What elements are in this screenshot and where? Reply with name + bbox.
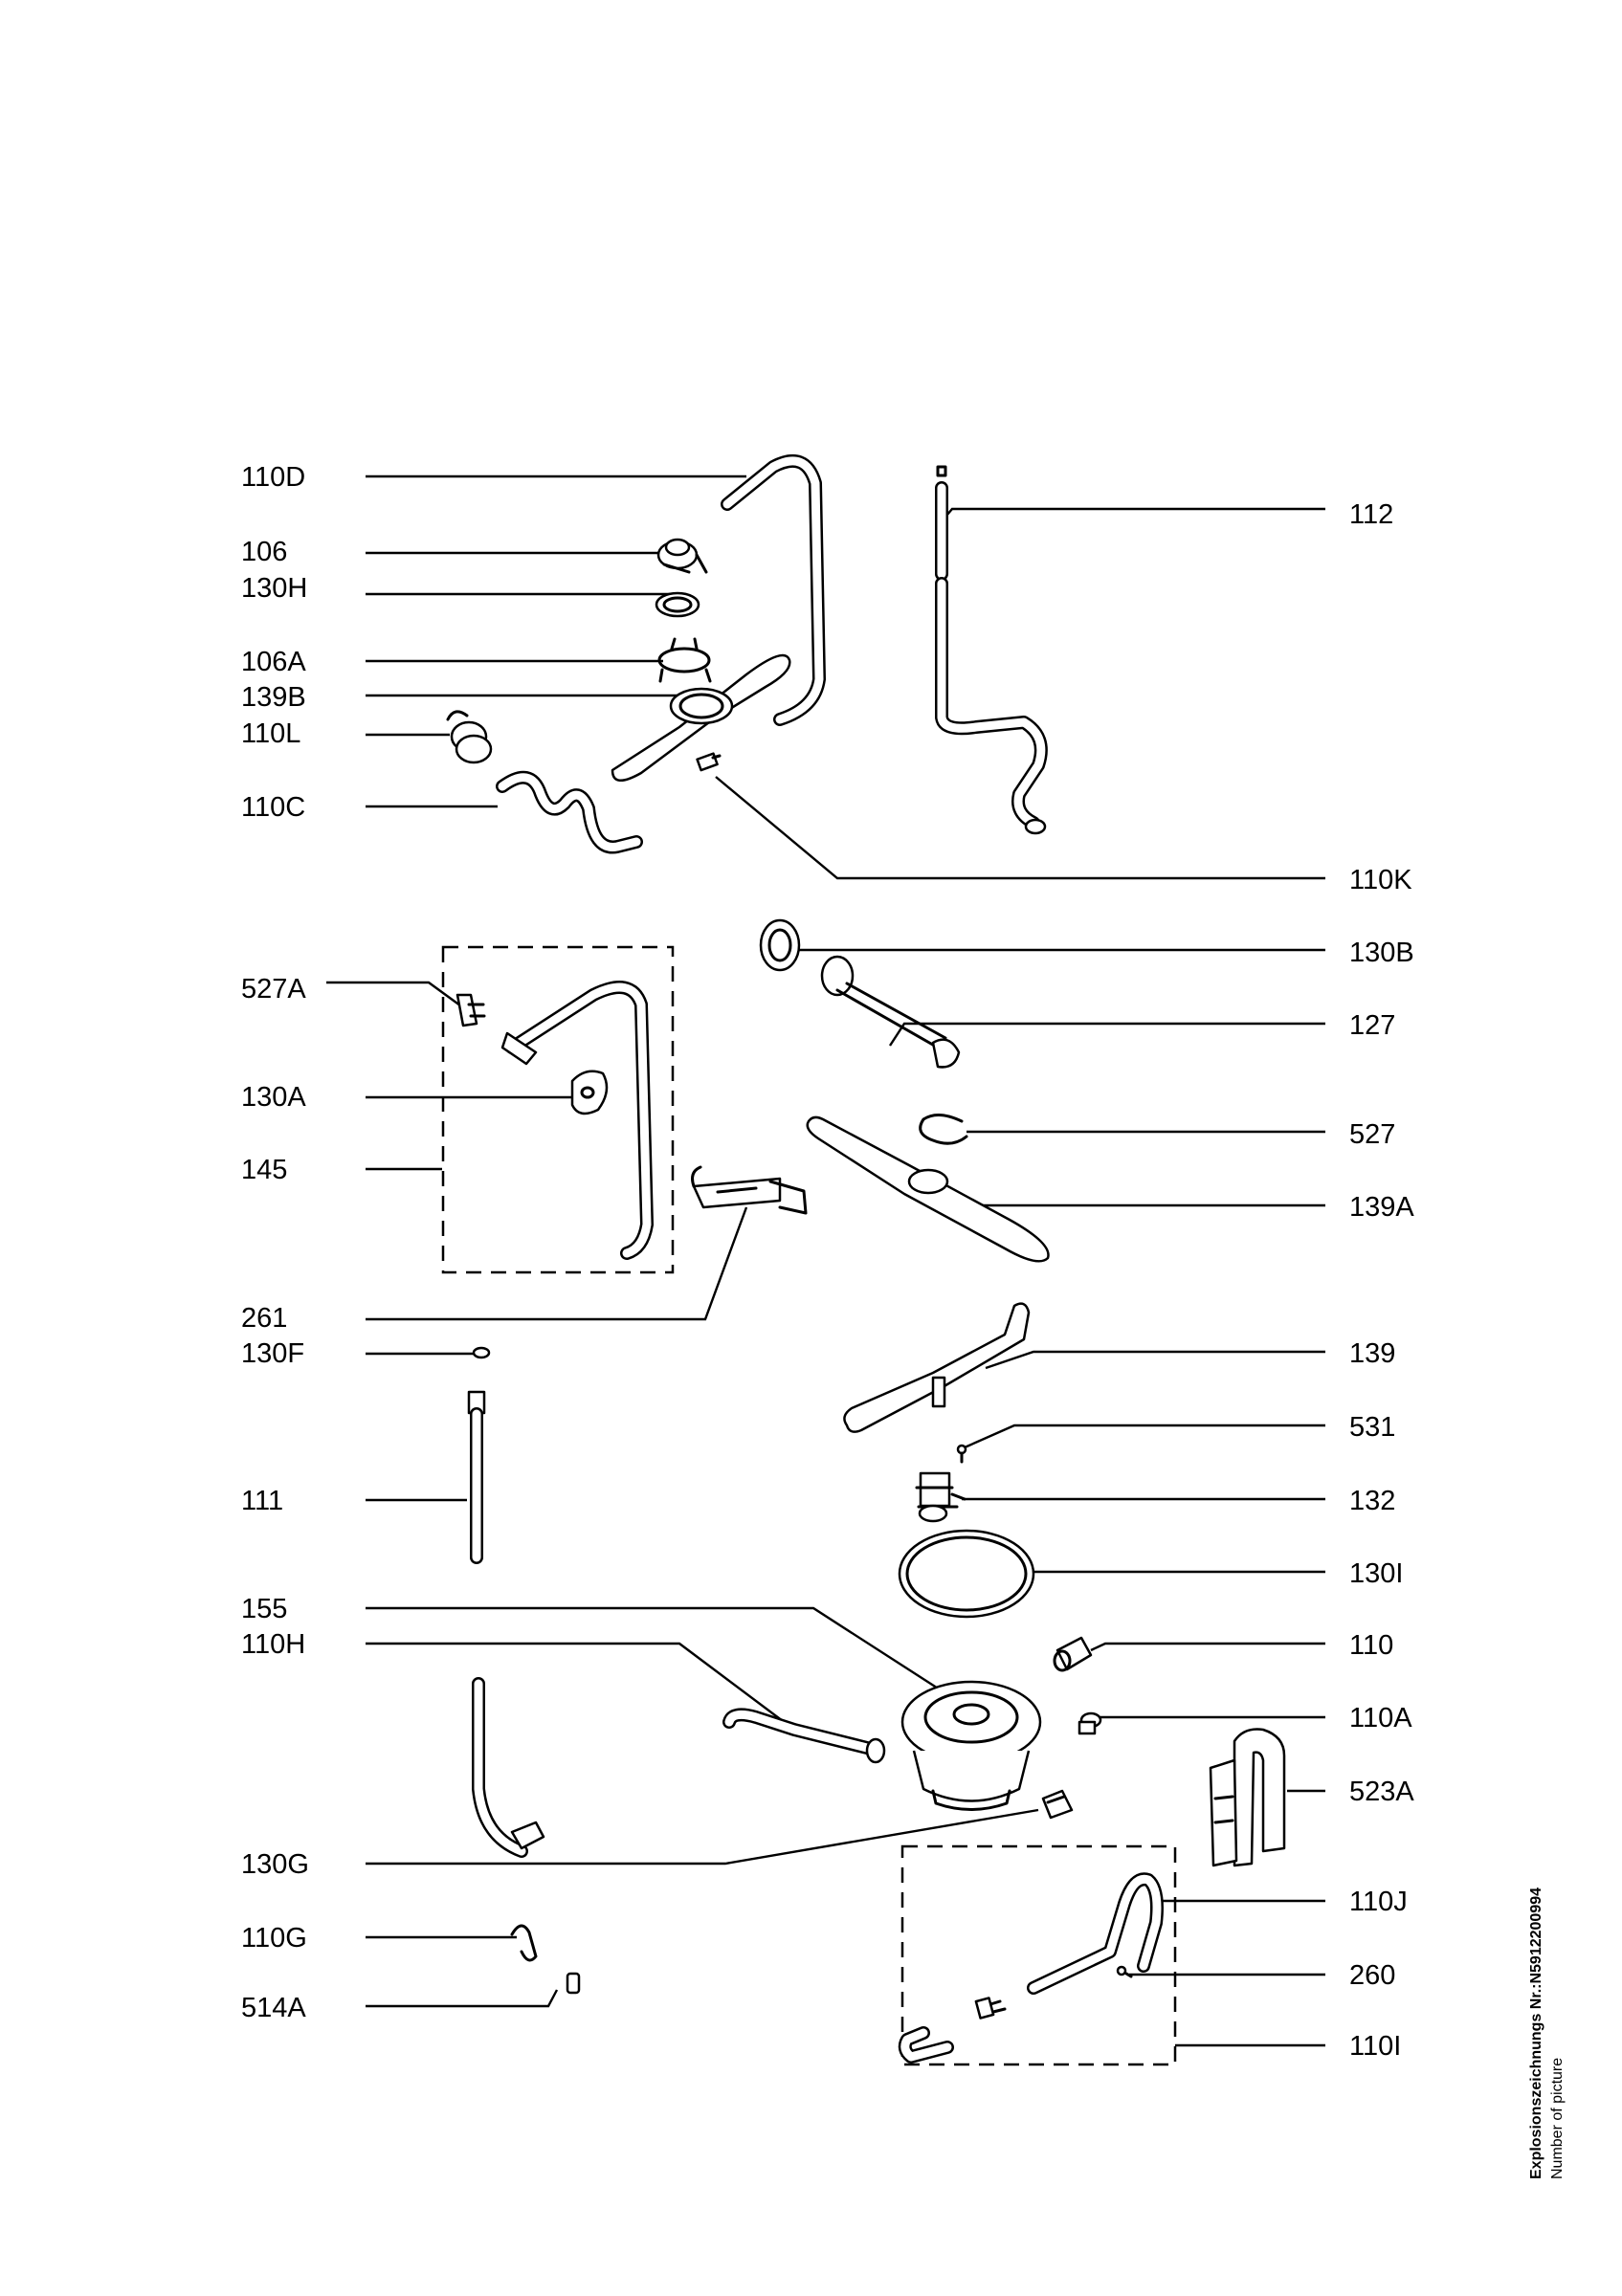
- label-106A: 106A: [241, 647, 306, 677]
- part-110A-connector: [1078, 1711, 1102, 1735]
- label-145: 145: [241, 1155, 288, 1185]
- label-155: 155: [241, 1594, 288, 1624]
- label-127: 127: [1349, 1010, 1396, 1041]
- label-260: 260: [1349, 1960, 1396, 1991]
- label-110I: 110I: [1349, 2031, 1402, 2062]
- label-139: 139: [1349, 1338, 1396, 1369]
- label-110K: 110K: [1349, 865, 1412, 895]
- part-130I-ring: [898, 1529, 1035, 1619]
- leader-112: [941, 507, 1325, 522]
- label-527: 527: [1349, 1119, 1396, 1150]
- label-130F: 130F: [241, 1338, 305, 1369]
- part-130A-gasket: [570, 1070, 609, 1115]
- leader-514A: [366, 1989, 559, 2008]
- part-112-pipe: [935, 465, 1048, 835]
- label-130I: 130I: [1349, 1558, 1404, 1589]
- part-514A-pin: [566, 1972, 581, 1995]
- leader-110: [1090, 1642, 1325, 1652]
- label-110: 110: [1349, 1630, 1394, 1661]
- part-130F-washer: [472, 1346, 491, 1359]
- part-155-sump: [900, 1680, 1042, 1811]
- leader-527A: [326, 981, 465, 1009]
- leader-lines: [326, 475, 1325, 2047]
- leader-110K: [715, 776, 1325, 880]
- label-132: 132: [1349, 1486, 1396, 1516]
- part-130H-ring: [655, 591, 700, 618]
- part-106A-clip: [657, 637, 712, 683]
- label-531: 531: [1349, 1412, 1396, 1443]
- part-132-valve: [915, 1471, 967, 1523]
- group-box-145: [441, 945, 675, 1274]
- label-139B: 139B: [241, 682, 306, 713]
- picture-caption: Number of picture: [1549, 2057, 1566, 2179]
- label-130G: 130G: [241, 1849, 309, 1880]
- part-106-nut: [656, 538, 708, 574]
- part-130B-gasket: [759, 918, 801, 972]
- label-112: 112: [1349, 499, 1394, 530]
- label-110L: 110L: [241, 718, 301, 749]
- part-139-spray-arm: [843, 1302, 1031, 1433]
- part-127-pipe: [820, 955, 961, 1069]
- part-261-bracket: [691, 1165, 808, 1215]
- label-139A: 139A: [1349, 1192, 1414, 1223]
- part-110I-fittings: [898, 1997, 1007, 2064]
- part-110K-connector: [696, 752, 722, 772]
- part-110D-pipe: [721, 453, 826, 726]
- leader-130G: [366, 1808, 1039, 1866]
- part-bent-pipe: [472, 1677, 545, 1858]
- leader-155: [366, 1606, 944, 1693]
- leader-139: [985, 1350, 1325, 1370]
- label-130B: 130B: [1349, 938, 1414, 968]
- part-260-screw: [1116, 1965, 1133, 1978]
- label-130H: 130H: [241, 573, 308, 604]
- label-130A: 130A: [241, 1082, 306, 1113]
- label-110G: 110G: [241, 1923, 307, 1954]
- part-145-pipe: [500, 981, 654, 1260]
- label-106: 106: [241, 537, 288, 567]
- label-523A: 523A: [1349, 1777, 1414, 1807]
- label-527A: 527A: [241, 974, 306, 1004]
- part-110J-pipe: [1027, 1872, 1164, 1995]
- part-110C-pipe: [496, 770, 643, 854]
- part-110G-clip: [510, 1924, 538, 1962]
- part-130G-part: [1041, 1789, 1074, 1820]
- part-527-clip: [919, 1114, 968, 1145]
- leader-261: [366, 1206, 748, 1321]
- label-261: 261: [241, 1303, 288, 1334]
- label-110J: 110J: [1349, 1887, 1408, 1917]
- leader-127: [888, 1022, 1325, 1047]
- part-110-hose-end: [1053, 1636, 1093, 1672]
- label-110A: 110A: [1349, 1703, 1412, 1733]
- label-514A: 514A: [241, 1993, 306, 2023]
- part-110L-cap: [446, 710, 493, 764]
- label-110C: 110C: [241, 792, 306, 823]
- part-111-pipe: [467, 1390, 486, 1564]
- part-527A-clip: [455, 993, 486, 1027]
- part-531-screw: [956, 1444, 967, 1464]
- label-110D: 110D: [241, 462, 306, 493]
- leader-531: [964, 1424, 1325, 1449]
- part-139A-spray-arm: [806, 1115, 1050, 1263]
- picture-number: Explosionszeichnungs Nr.:N5912200994: [1528, 1887, 1544, 2179]
- leader-110H: [366, 1642, 795, 1731]
- part-110H-pipe: [722, 1708, 886, 1764]
- part-523A-bracket: [1209, 1728, 1286, 1867]
- part-139B-spray-arm: [611, 653, 791, 782]
- group-box-110I: [900, 1844, 1177, 2066]
- label-111: 111: [241, 1486, 284, 1516]
- label-110H: 110H: [241, 1629, 306, 1660]
